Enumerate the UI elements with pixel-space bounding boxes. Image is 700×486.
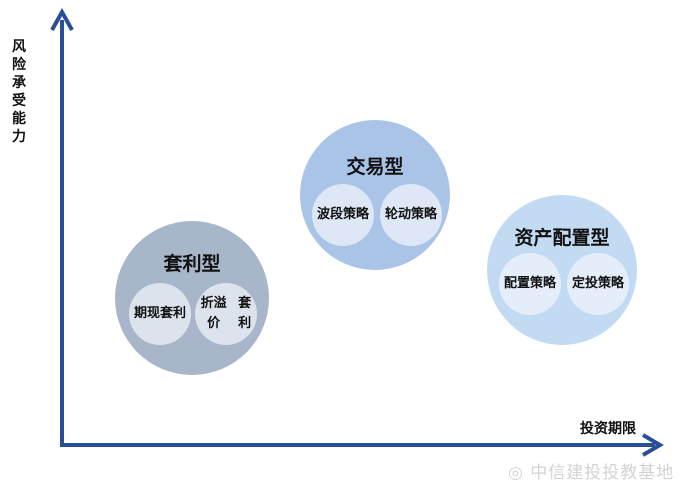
group-arbitrage: 套利型 期现套利 折溢价套利: [115, 221, 269, 375]
y-axis-arrow-icon: [50, 7, 74, 31]
y-axis-label: 风险承受能力: [12, 39, 26, 145]
strategy-bubble: 轮动策略: [380, 184, 442, 246]
weibo-icon: ◎: [508, 463, 531, 483]
strategy-bubble: 配置策略: [499, 253, 561, 315]
group-title: 交易型: [346, 156, 404, 178]
watermark: ◎ 中信建投投教基地: [508, 463, 675, 483]
x-axis-arrow-icon: [641, 433, 664, 457]
strategy-bubble: 定投策略: [567, 253, 629, 315]
x-axis-label: 投资期限: [580, 421, 636, 437]
group-asset-allocation: 资产配置型 配置策略 定投策略: [487, 195, 637, 345]
strategy-bubble: 折溢价套利: [195, 283, 257, 345]
group-trading: 交易型 波段策略 轮动策略: [300, 120, 450, 270]
group-title: 资产配置型: [514, 227, 610, 249]
strategy-bubble: 期现套利: [129, 283, 191, 345]
group-title: 套利型: [163, 253, 221, 275]
strategy-bubble: 波段策略: [312, 184, 374, 246]
